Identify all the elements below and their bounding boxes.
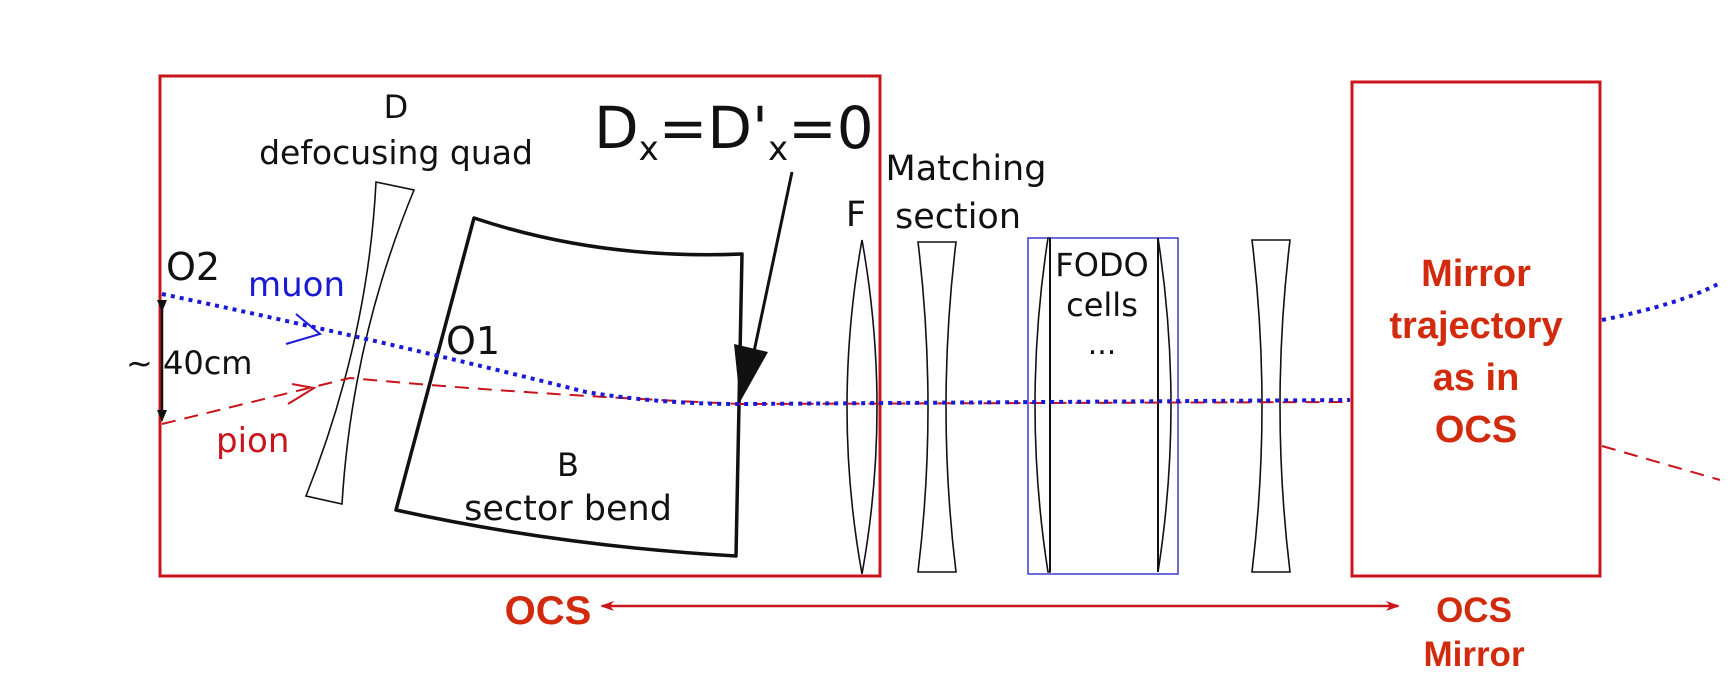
fodo-label-3: ... — [1088, 327, 1117, 362]
muon-label: muon — [248, 265, 345, 305]
focusing-lens-f — [846, 239, 878, 575]
muon-trajectory-mirror — [1601, 282, 1719, 322]
o1-label: O1 — [446, 319, 500, 363]
dispersion-pointer-arrow — [746, 171, 794, 381]
bend-letter-label: B — [557, 446, 579, 484]
matching-label-1: Matching — [886, 149, 1047, 189]
pion-label: pion — [216, 421, 289, 461]
focusing-lens-label: F — [846, 195, 866, 235]
fodo-label-1: FODO — [1055, 246, 1148, 284]
ocs-mirror-label-2: Mirror — [1423, 635, 1525, 674]
defocusing-quad-lens — [304, 181, 416, 505]
fodo-lens-right — [1157, 237, 1172, 573]
mirror-label-4: OCS — [1435, 409, 1517, 451]
sector-bend-label: sector bend — [464, 489, 672, 529]
separation-label: ~ 40cm — [126, 344, 252, 382]
o2-label: O2 — [166, 245, 220, 289]
pion-trajectory-mirror — [1601, 445, 1721, 481]
last-lens — [1251, 239, 1291, 573]
fodo-lens-left — [1034, 237, 1051, 573]
defocusing-quad-label: defocusing quad — [259, 133, 533, 172]
mirror-label-3: as in — [1433, 357, 1520, 399]
mirror-label-2: trajectory — [1389, 305, 1562, 347]
dispersion-condition-label: Dx=D'x=0 — [594, 94, 874, 169]
pion-trajectory — [161, 376, 1351, 425]
matching-lens — [917, 241, 957, 573]
fodo-box — [1027, 237, 1179, 575]
matching-label-2: section — [895, 197, 1021, 237]
muon-direction-arrow — [285, 313, 323, 345]
ocs-mirror-label-1: OCS — [1436, 591, 1512, 630]
mirror-frame — [1350, 80, 1602, 578]
mirror-label-1: Mirror — [1421, 253, 1531, 295]
pion-direction-arrow — [287, 383, 317, 405]
dispersion-pointer-head — [734, 344, 768, 402]
ocs-label: OCS — [505, 589, 592, 633]
sector-bend-magnet — [394, 216, 744, 558]
fodo-label-2: cells — [1066, 286, 1138, 324]
quad-letter-label: D — [384, 88, 409, 126]
